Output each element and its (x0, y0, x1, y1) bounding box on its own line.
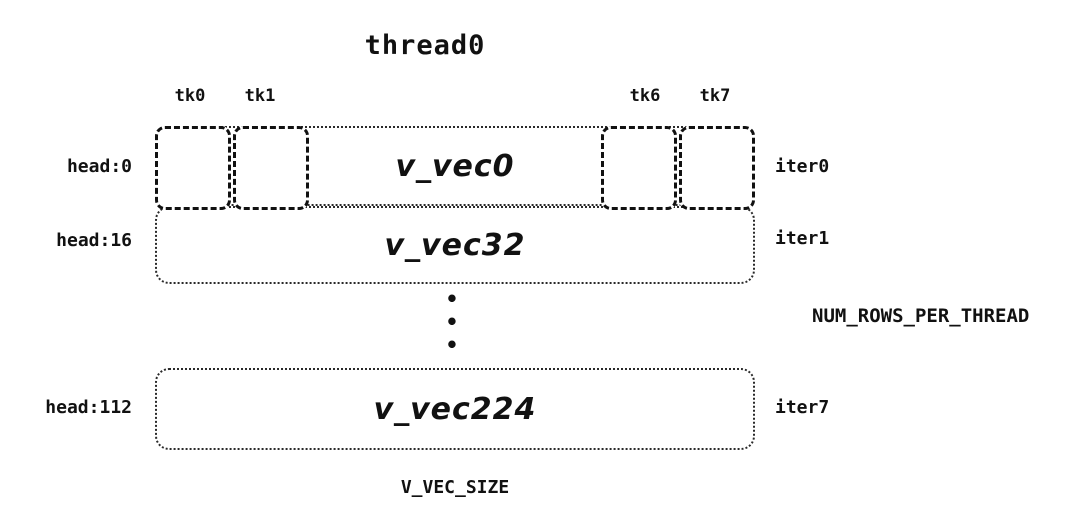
head-112-label: head:112 (45, 397, 132, 418)
iter7-label: iter7 (775, 397, 830, 418)
iter0-label: iter0 (775, 156, 830, 177)
tk7-cell (679, 126, 755, 210)
v-vec0-label: v_vec0 (395, 148, 515, 184)
v-vec-size-label: V_VEC_SIZE (400, 477, 510, 498)
head-0-label: head:0 (66, 156, 132, 177)
v-vec224-label: v_vec224 (373, 391, 537, 427)
tk1-cell (233, 126, 309, 210)
head-16-label: head:16 (56, 230, 132, 251)
tk6-cell (601, 126, 677, 210)
num-rows-per-thread-label: NUM_ROWS_PER_THREAD (812, 305, 1030, 327)
vertical-ellipsis: • • • (432, 288, 472, 357)
ellipsis-dot: • (445, 287, 459, 311)
tk7-label: tk7 (699, 86, 731, 106)
tk1-label: tk1 (244, 86, 276, 106)
ellipsis-dot: • (445, 333, 459, 357)
iter0-row: v_vec0 (155, 126, 755, 210)
diagram-title: thread0 (364, 30, 486, 61)
v-vec32-label: v_vec32 (384, 227, 526, 263)
tk0-cell (155, 126, 231, 210)
tk6-label: tk6 (629, 86, 661, 106)
ellipsis-dot: • (445, 310, 459, 334)
iter1-row: v_vec32 (155, 206, 755, 284)
iter1-label: iter1 (775, 228, 830, 249)
iter7-row: v_vec224 (155, 368, 755, 450)
tk0-label: tk0 (174, 86, 206, 106)
